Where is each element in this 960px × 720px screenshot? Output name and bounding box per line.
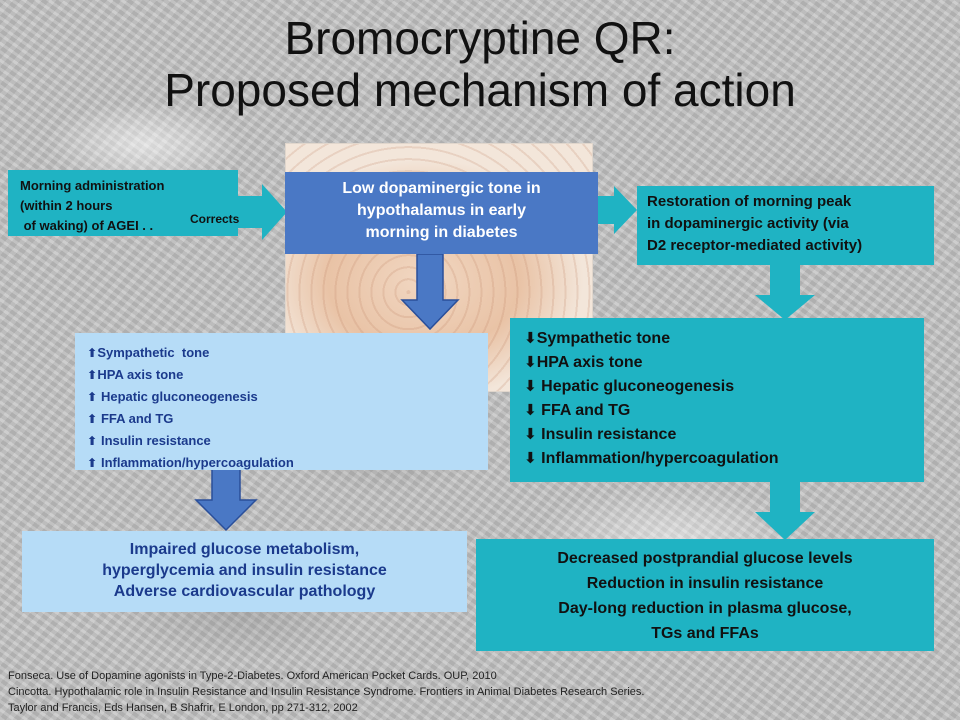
up-arrow-icon: ⬆: [87, 434, 98, 448]
corrects-label: Corrects: [190, 212, 240, 226]
low-dopaminergic-tone-box: Low dopaminergic tone in hypothalamus in…: [285, 172, 598, 254]
decreased-line-3: Day-long reduction in plasma glucose,: [558, 600, 852, 617]
list-item: ⬇ Insulin resistance: [524, 426, 677, 443]
up-arrow-icon: ⬆: [87, 456, 98, 470]
title-line-2: Proposed mechanism of action: [164, 64, 796, 116]
low-tone-line-2: hypothalamus in early: [357, 202, 526, 219]
reference-2: Cincotta. Hypothalamic role in Insulin R…: [8, 686, 645, 698]
list-item: ⬆HPA axis tone: [87, 367, 184, 382]
list-item: ⬇ FFA and TG: [524, 402, 631, 419]
morning-administration-box: Morning administration (within 2 hours o…: [8, 170, 238, 236]
list-item: ⬆ FFA and TG: [87, 411, 174, 426]
list-item: ⬆ Hepatic gluconeogenesis: [87, 389, 258, 404]
down-arrow-icon: ⬇: [524, 378, 537, 395]
list-item: ⬆Sympathetic tone: [87, 345, 210, 360]
up-arrow-icon: ⬆: [87, 390, 98, 404]
up-arrow-icon: ⬆: [87, 412, 98, 426]
arrow-right-morning: [238, 184, 287, 240]
slide-title: Bromocryptine QR: Proposed mechanism of …: [0, 12, 960, 116]
impaired-line-3: Adverse cardiovascular pathology: [113, 583, 376, 600]
down-arrow-icon: ⬇: [524, 426, 537, 443]
arrow-down-restoration: [755, 265, 815, 320]
impaired-line-1: Impaired glucose metabolism,: [129, 541, 360, 558]
up-arrow-icon: ⬆: [87, 346, 98, 360]
up-arrow-icon: ⬆: [87, 368, 98, 382]
decrease-effects-list: ⬇Sympathetic tone ⬇HPA axis tone ⬇ Hepat…: [510, 318, 924, 482]
morning-line-1: Morning administration: [20, 178, 165, 193]
decreased-line-1: Decreased postprandial glucose levels: [557, 550, 853, 567]
list-item: ⬇ Hepatic gluconeogenesis: [524, 378, 735, 395]
increase-effects-list: ⬆Sympathetic tone ⬆HPA axis tone ⬆ Hepat…: [75, 333, 488, 470]
arrow-down-decrease: [755, 482, 815, 540]
restoration-line-1: Restoration of morning peak: [647, 193, 852, 210]
restoration-box: Restoration of morning peak in dopaminer…: [637, 186, 934, 265]
decreased-line-2: Reduction in insulin resistance: [586, 575, 824, 592]
reference-1: Fonseca. Use of Dopamine agonists in Typ…: [8, 670, 497, 682]
morning-line-3: of waking) of AGEI . .: [20, 218, 154, 233]
impaired-outcome-box: Impaired glucose metabolism, hyperglycem…: [22, 531, 467, 612]
down-arrow-icon: ⬇: [524, 402, 537, 419]
list-item: ⬇HPA axis tone: [524, 354, 643, 371]
arrow-right-restoration: [598, 186, 637, 234]
restoration-line-2: in dopaminergic activity (via: [647, 215, 849, 232]
down-arrow-icon: ⬇: [524, 450, 537, 467]
restoration-line-3: D2 receptor-mediated activity): [647, 237, 863, 254]
decreased-line-4: TGs and FFAs: [651, 625, 759, 642]
down-arrow-icon: ⬇: [524, 330, 537, 347]
reference-3: Taylor and Francis, Eds Hansen, B Shafri…: [8, 702, 358, 714]
down-arrow-icon: ⬇: [524, 354, 537, 371]
impaired-line-2: hyperglycemia and insulin resistance: [102, 562, 387, 579]
references: Fonseca. Use of Dopamine agonists in Typ…: [8, 668, 948, 716]
title-line-1: Bromocryptine QR:: [284, 12, 676, 64]
morning-line-2: (within 2 hours: [20, 198, 113, 213]
low-tone-line-1: Low dopaminergic tone in: [342, 180, 541, 197]
list-item: ⬇ Inflammation/hypercoagulation: [524, 450, 779, 467]
list-item: ⬆ Inflammation/hypercoagulation: [87, 455, 294, 470]
list-item: ⬆ Insulin resistance: [87, 433, 211, 448]
low-tone-line-3: morning in diabetes: [365, 224, 518, 241]
decreased-outcome-box: Decreased postprandial glucose levels Re…: [476, 539, 934, 651]
arrow-down-low-tone: [400, 253, 460, 331]
list-item: ⬇Sympathetic tone: [524, 330, 671, 347]
